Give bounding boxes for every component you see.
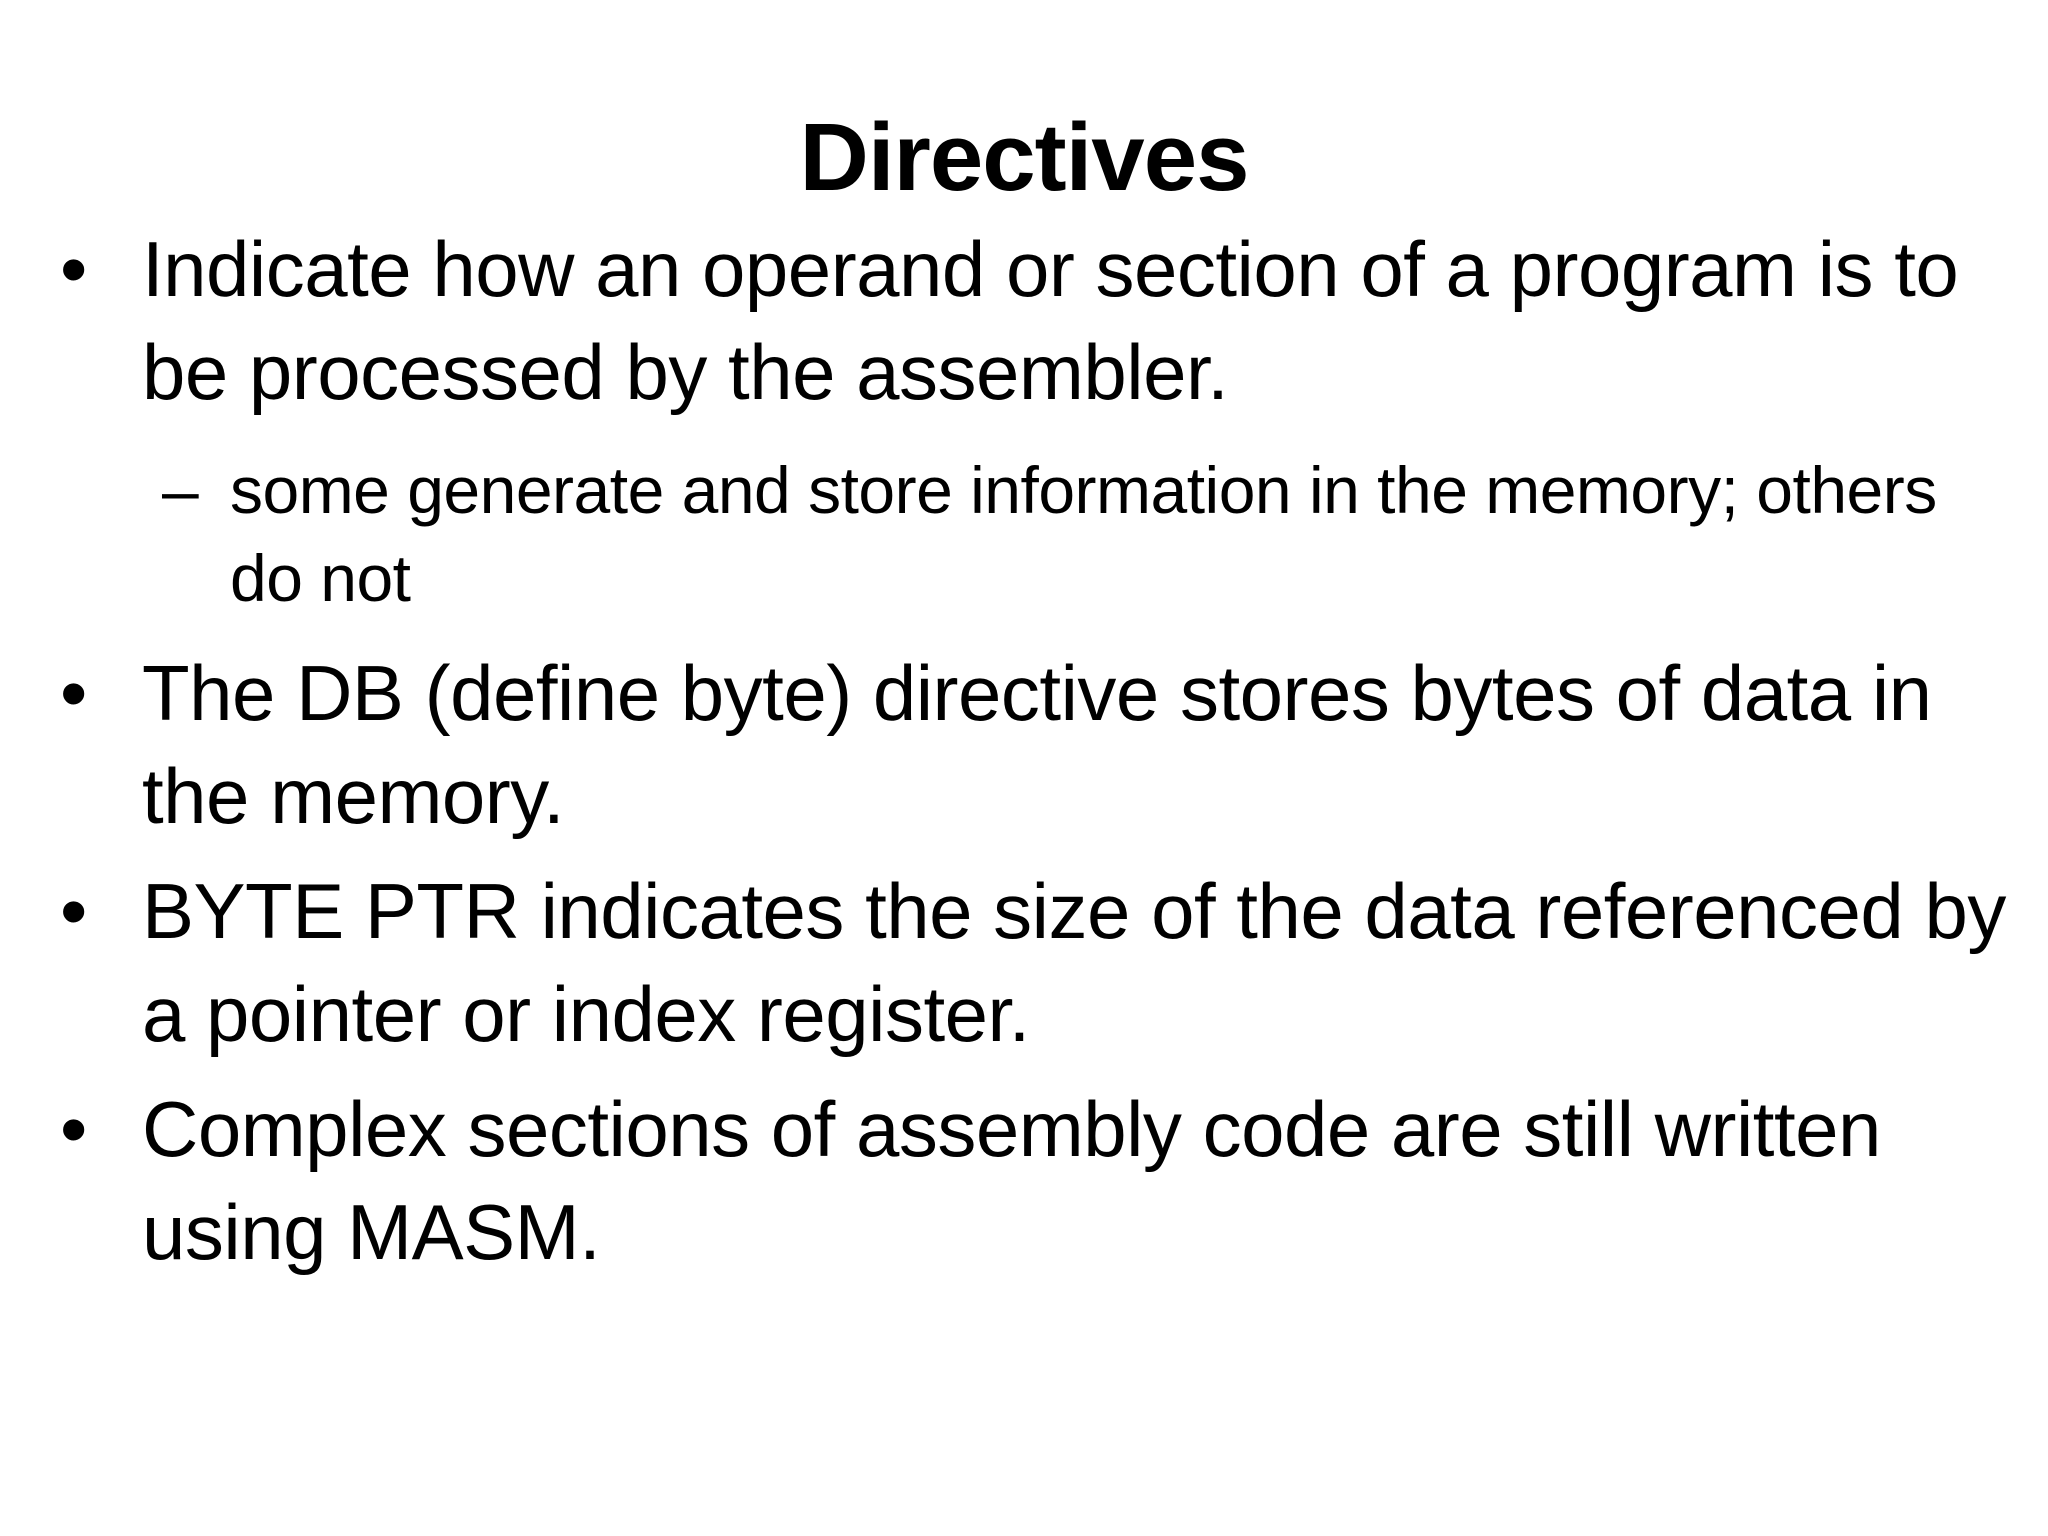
- bullet-marker: •: [60, 867, 87, 955]
- sub-bullet-item: – some generate and store information in…: [60, 446, 2020, 622]
- bullet-item: • Indicate how an operand or section of …: [60, 218, 2020, 424]
- bullet-item: • BYTE PTR indicates the size of the dat…: [60, 860, 2020, 1066]
- bullet-text: Indicate how an operand or section of a …: [142, 225, 1959, 416]
- bullet-marker: •: [60, 1085, 87, 1173]
- bullet-text: Complex sections of assembly code are st…: [142, 1085, 1881, 1276]
- bullet-list: • Indicate how an operand or section of …: [60, 218, 2020, 1284]
- bullet-text: BYTE PTR indicates the size of the data …: [142, 867, 2006, 1058]
- slide-title: Directives: [799, 104, 1250, 211]
- bullet-item: • Complex sections of assembly code are …: [60, 1078, 2020, 1284]
- sub-bullet-text: some generate and store information in t…: [230, 453, 1937, 615]
- bullet-item: • The DB (define byte) directive stores …: [60, 642, 2020, 848]
- bullet-text: The DB (define byte) directive stores by…: [142, 649, 1932, 840]
- bullet-marker: •: [60, 649, 87, 737]
- sub-bullet-marker: –: [162, 453, 199, 527]
- bullet-marker: •: [60, 225, 87, 313]
